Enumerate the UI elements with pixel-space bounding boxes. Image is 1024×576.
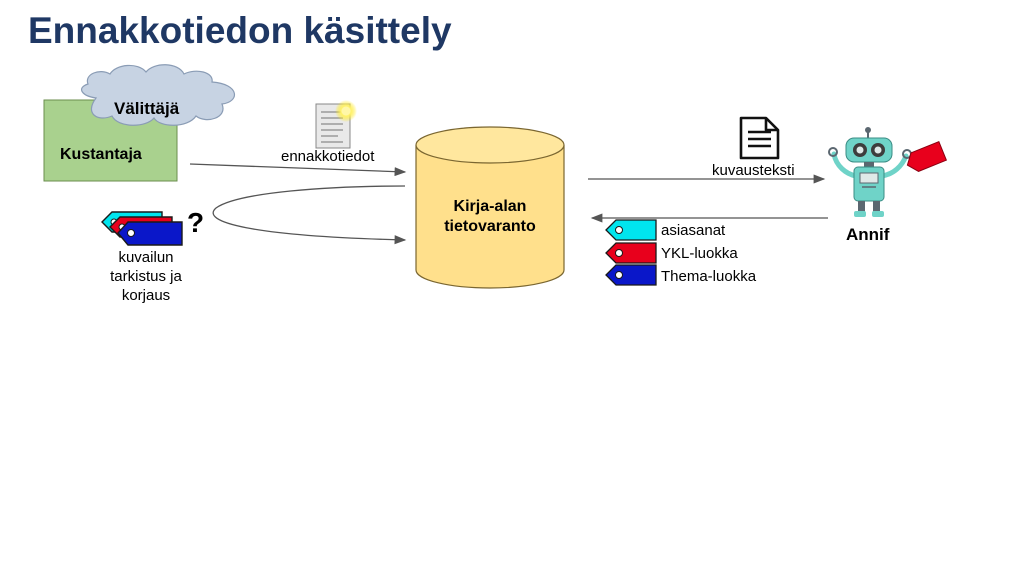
database-cylinder-icon: [415, 126, 565, 289]
database-label-line1: Kirja-alan: [453, 198, 527, 215]
page-title: Ennakkotiedon käsittely: [28, 10, 452, 51]
database-label-line2: tietovaranto: [444, 218, 536, 235]
tag-icon: [101, 211, 183, 246]
advance-data-label: ennakkotiedot: [281, 148, 375, 165]
tag-icon: [605, 264, 657, 286]
distributor-label: Välittäjä: [114, 99, 180, 118]
database-label: Kirja-alan tietovaranto: [416, 197, 564, 237]
annif-label: Annif: [846, 225, 890, 244]
review-label-line3: korjaus: [121, 287, 171, 304]
review-label: kuvailun tarkistus ja korjaus: [96, 248, 196, 305]
flow-arrow-review-loop: [212, 185, 407, 245]
tag-icon: [906, 140, 948, 172]
description-text-label: kuvausteksti: [712, 162, 795, 179]
tag-label-ykl: YKL-luokka: [661, 245, 738, 262]
cloud-icon: [80, 64, 236, 126]
tag-label-subject-headings: asiasanat: [661, 222, 726, 239]
publisher-label: Kustantaja: [60, 146, 142, 163]
flow-arrow-publisher-to-database: [189, 163, 407, 177]
tag-icon: [605, 242, 657, 264]
tag-icon: [605, 219, 657, 241]
text-document-icon: [739, 116, 780, 160]
review-label-line2: tarkistus ja: [110, 268, 182, 285]
robot-icon: [828, 127, 912, 217]
document-icon: [315, 100, 357, 149]
question-mark: ?: [187, 207, 205, 238]
review-label-line1: kuvailun: [118, 249, 174, 266]
tag-label-thema: Thema-luokka: [661, 268, 757, 285]
